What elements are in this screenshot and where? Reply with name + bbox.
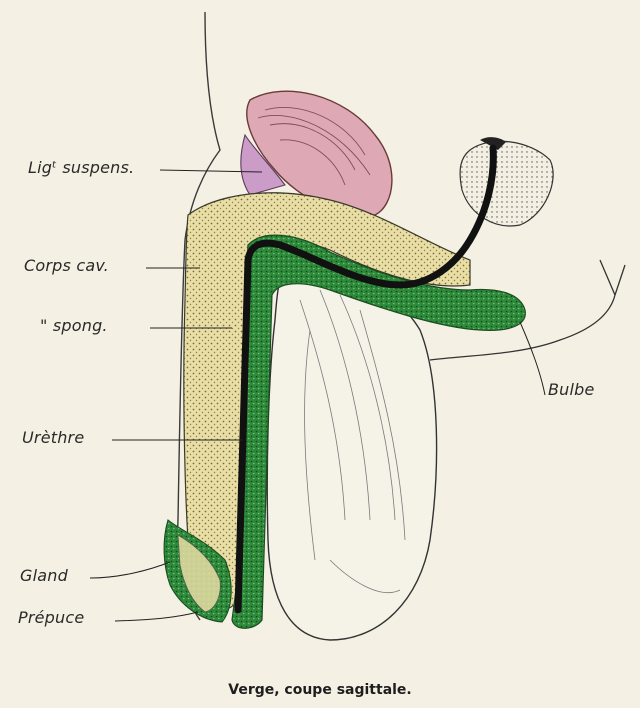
bulb-section (460, 137, 553, 226)
label-gland: Gland (20, 566, 68, 585)
label-urethre: Urèthre (22, 428, 84, 447)
label-corps-caverneux: Corps cav. (24, 256, 109, 275)
label-corps-spongieux: " spong. (40, 316, 108, 335)
label-prepuce: Prépuce (18, 608, 84, 627)
label-ligament-suspenseur: Ligᵗ suspens. (28, 158, 134, 177)
figure-caption: Verge, coupe sagittale. (0, 682, 640, 698)
testis-shape (267, 268, 436, 640)
label-bulbe: Bulbe (548, 380, 595, 399)
